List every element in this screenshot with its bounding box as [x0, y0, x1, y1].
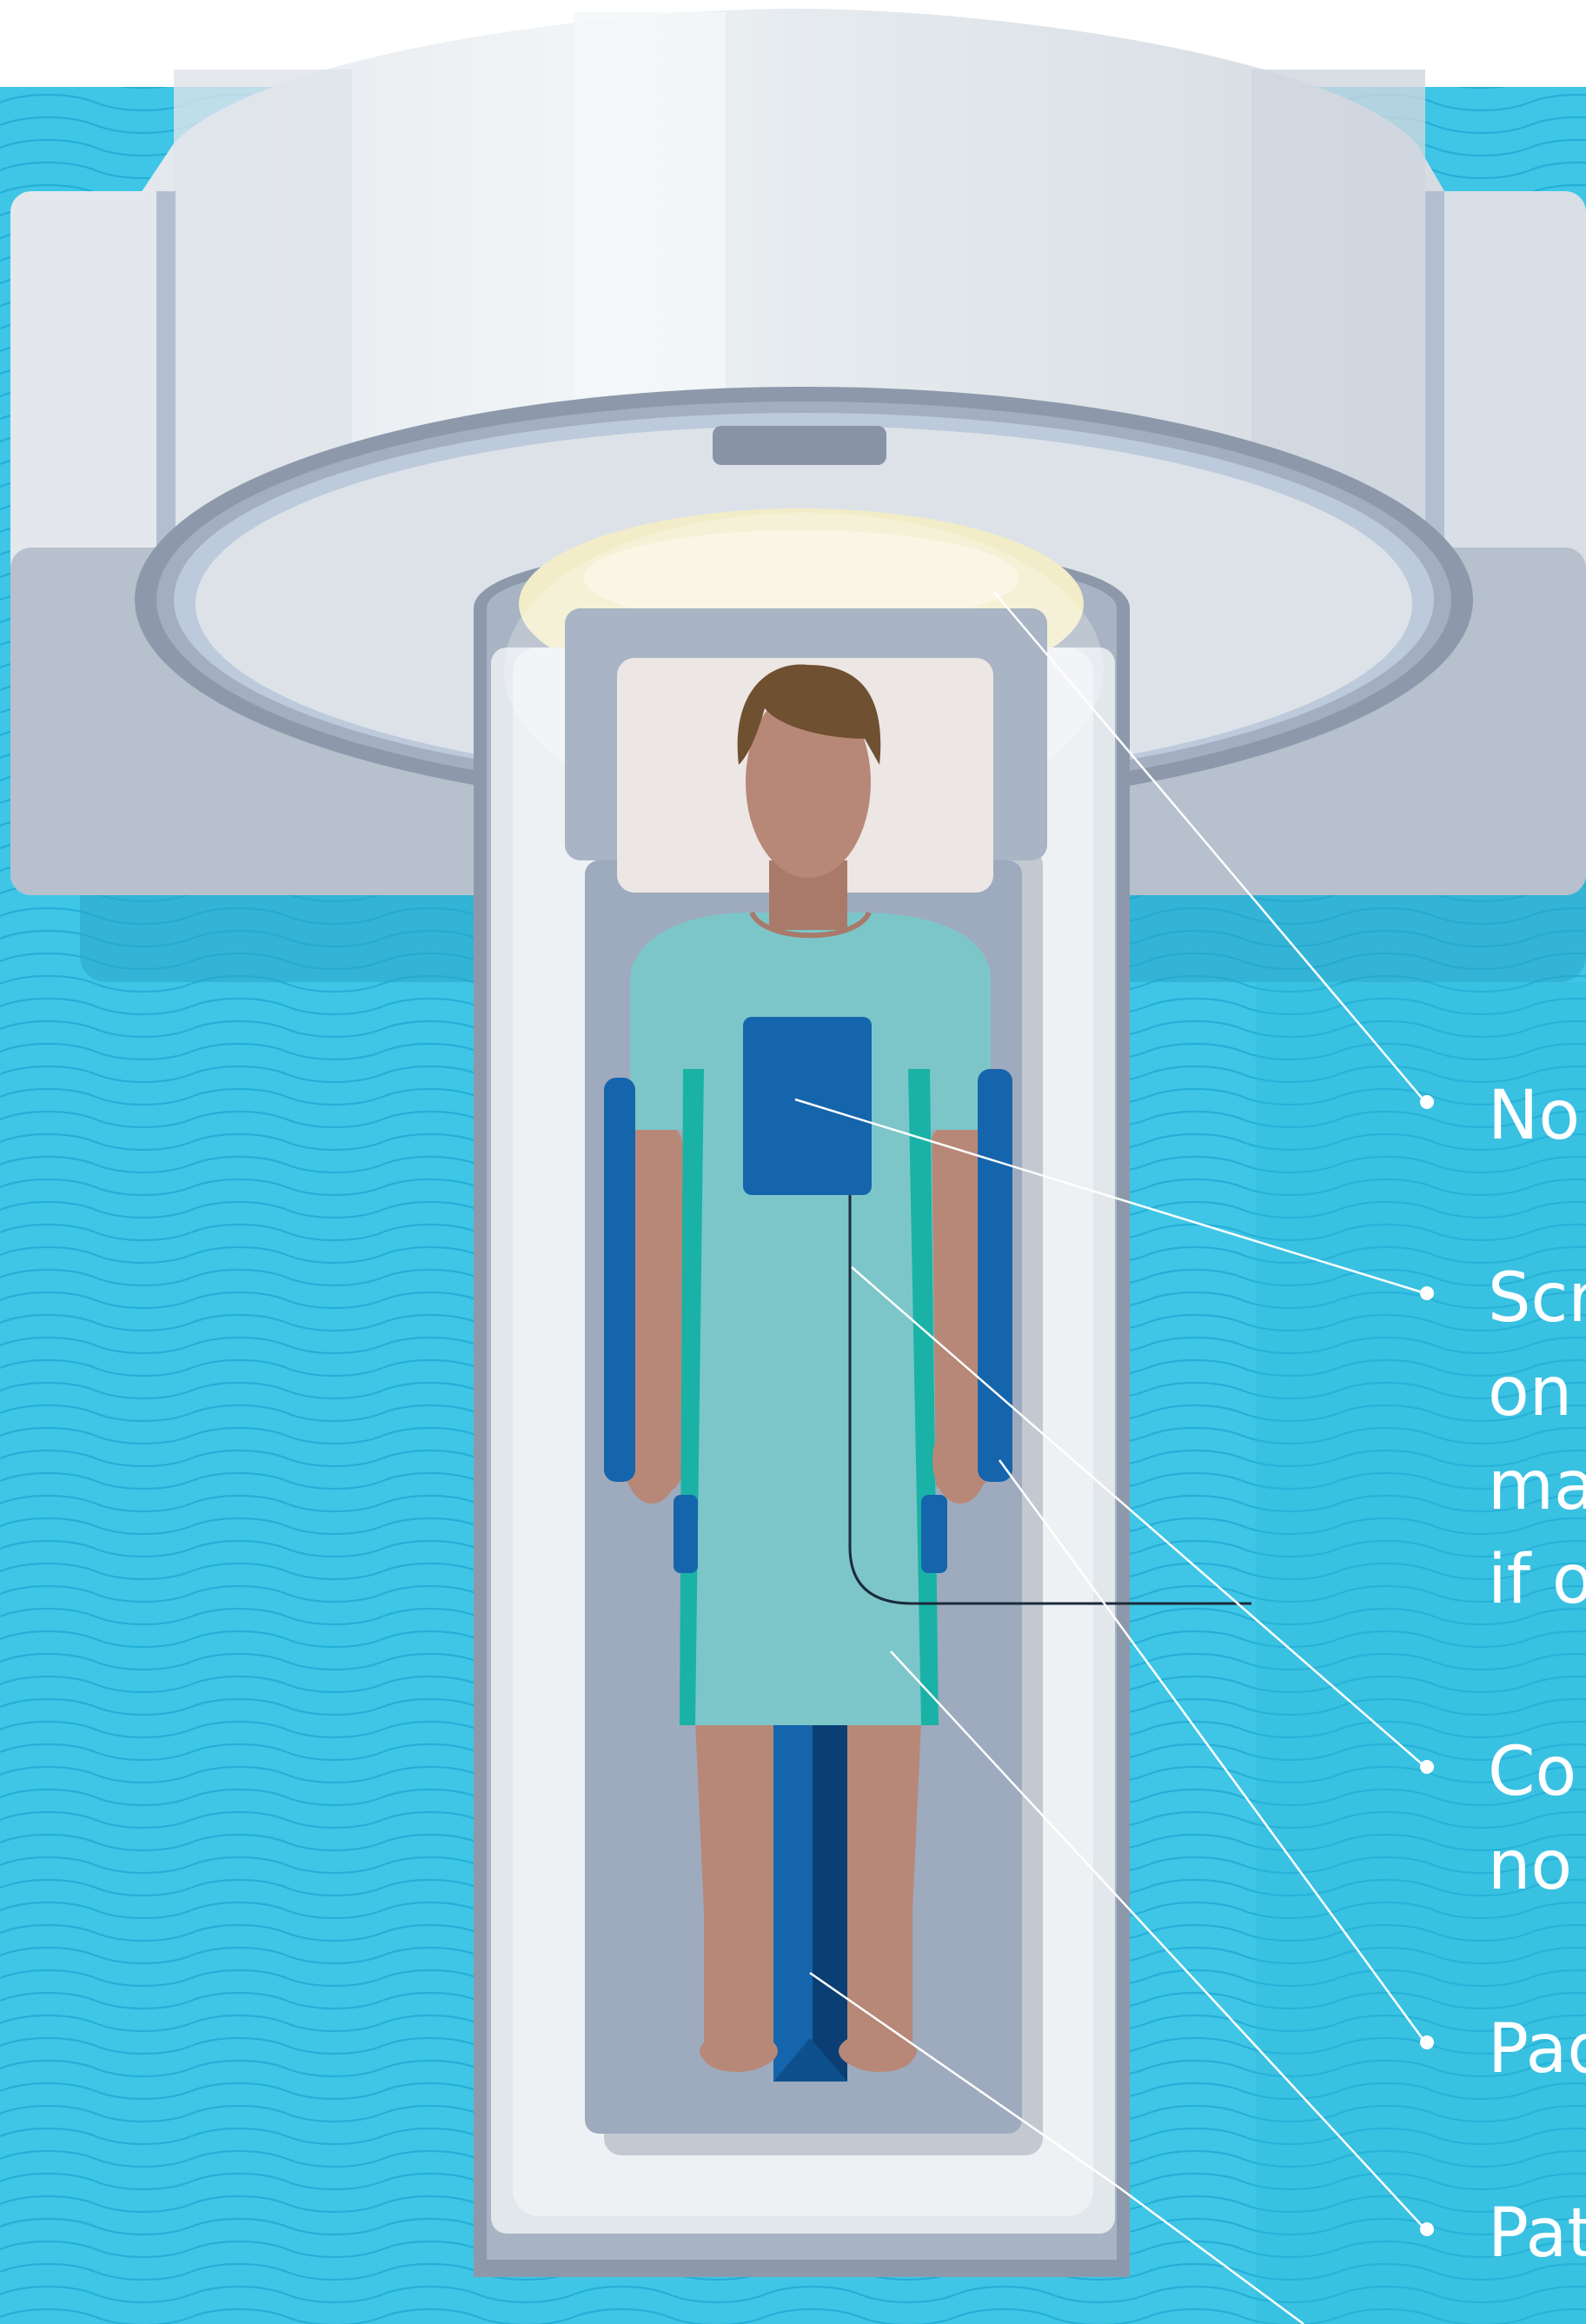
chest-coil [743, 1017, 872, 1195]
callout-label-pad: Pad [1488, 2002, 1586, 2096]
callout-label-scr: Scr on ma if o [1488, 1252, 1586, 1627]
callout-label-pat: Pat [1488, 2187, 1586, 2281]
callout-label-no: No [1488, 1069, 1580, 1163]
callout-label-co: Co no [1488, 1725, 1576, 1913]
scanner-handle [713, 426, 886, 465]
